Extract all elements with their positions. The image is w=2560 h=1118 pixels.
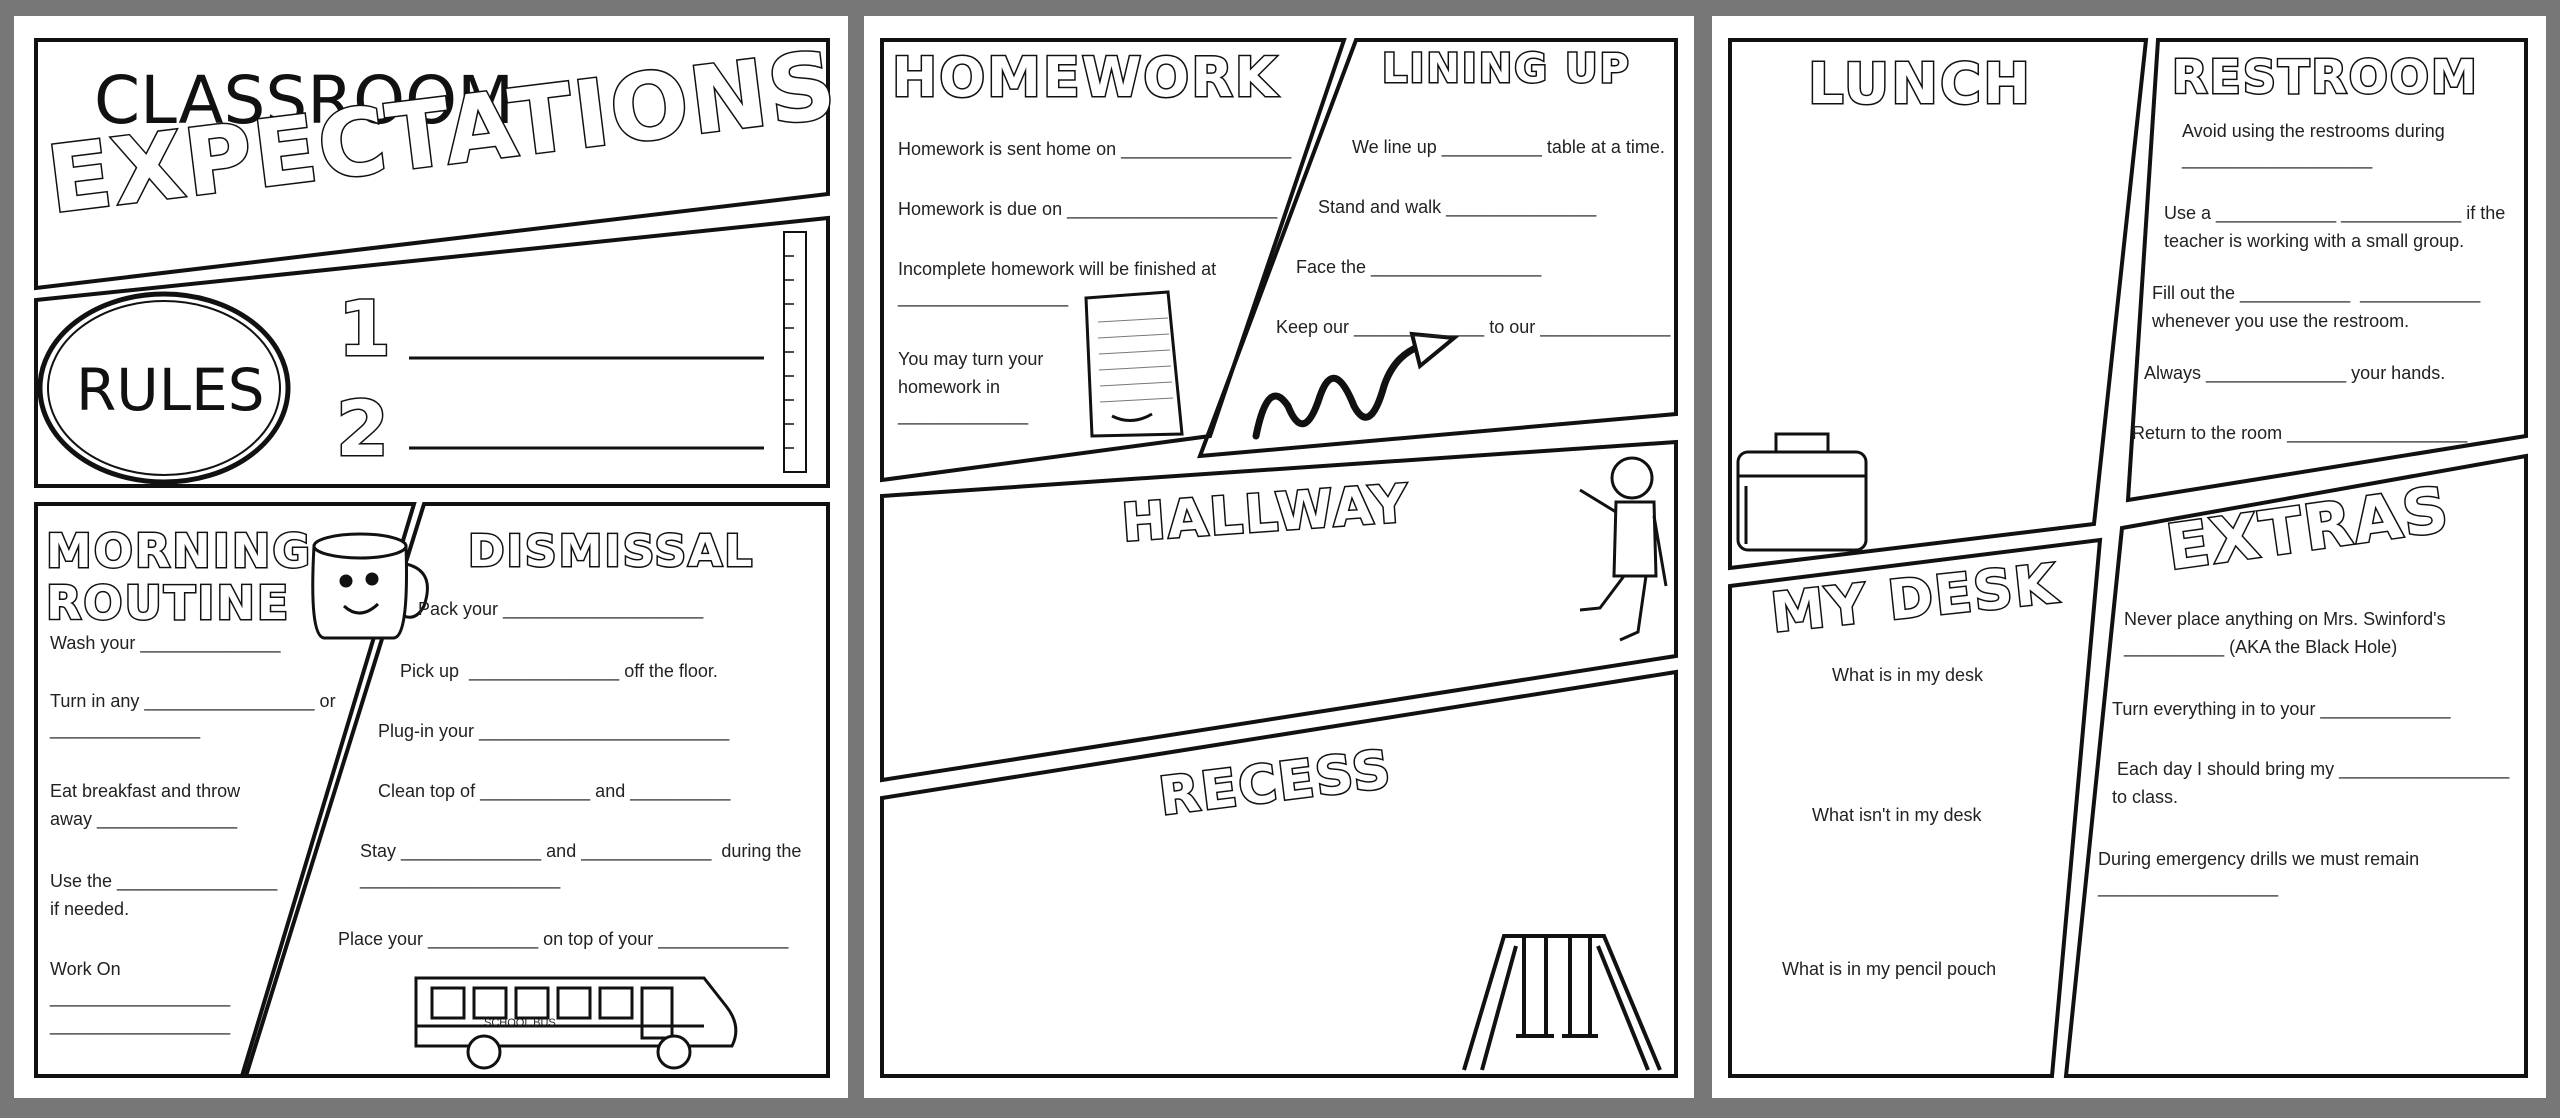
- morning-line-3: Eat breakfast and throw away ___________…: [50, 781, 241, 829]
- page-3-panel-borders: [1728, 38, 2528, 1078]
- homework-line-1: Homework is sent home on _______________…: [898, 139, 1292, 159]
- extras-line-1: Never place anything on Mrs. Swinford's …: [2124, 609, 2446, 657]
- dismissal-line-3: Plug-in your _________________________: [378, 721, 730, 741]
- dismissal-line-2: Pick up _______________ off the floor.: [400, 661, 718, 681]
- morning-heading-1: MORNING: [44, 523, 313, 580]
- squiggle-arrow-icon: [1252, 342, 1424, 440]
- worksheet-page-1: CLASSROOM EXPECTATIONS EXPECTATIONS RULE…: [14, 16, 848, 1098]
- morning-line-4: Use the ________________ if needed.: [50, 871, 278, 919]
- homework-line-3: Incomplete homework will be finished at …: [898, 259, 1217, 307]
- lunch-bag-icon: [1736, 432, 1868, 552]
- dismissal-line-4: Clean top of ___________ and __________: [378, 781, 731, 801]
- desk-line-3: What is in my pencil pouch: [1782, 959, 1997, 979]
- walking-kid-icon: [1579, 456, 1668, 642]
- lining-line-3: Face the _________________: [1296, 257, 1542, 277]
- lining-line-2: Stand and walk _______________: [1318, 197, 1597, 217]
- rules-label: RULES: [76, 356, 265, 424]
- worksheet-page-2: HOMEWORK Homework is sent home on ______…: [864, 16, 1694, 1098]
- swing-set-icon: [1462, 934, 1662, 1071]
- morning-line-5: Work On __________________ _____________…: [50, 959, 231, 1035]
- page-2-panel-borders: [880, 38, 1678, 1078]
- desk-line-1: What is in my desk: [1832, 665, 1984, 685]
- homework-heading: HOMEWORK: [891, 45, 1279, 111]
- restroom-line-4: Always ______________ your hands.: [2144, 363, 2446, 383]
- school-bus-icon: [414, 976, 738, 1070]
- page-1-panel-borders: [34, 38, 830, 1078]
- extras-line-2: Turn everything in to your _____________: [2112, 699, 2451, 719]
- lining-up-heading: LINING UP: [1381, 45, 1631, 94]
- worksheet-page-3: LUNCH RESTROOM Avoid using the restrooms…: [1712, 16, 2546, 1098]
- desk-line-2: What isn't in my desk: [1812, 805, 1982, 825]
- dismissal-line-6: Place your ___________ on top of your __…: [338, 929, 789, 949]
- lunch-heading: LUNCH: [1807, 51, 2032, 119]
- homework-line-4: You may turn your homework in __________…: [898, 349, 1044, 425]
- restroom-line-1: Avoid using the restrooms during _______…: [2182, 121, 2445, 169]
- restroom-line-5: Return to the room __________________: [2132, 423, 2468, 443]
- restroom-line-3: Fill out the ___________ ____________ wh…: [2152, 283, 2481, 331]
- homework-paper-icon: [1084, 290, 1184, 438]
- morning-line-1: Wash your ______________: [50, 633, 281, 653]
- bus-label: SCHOOL BUS: [484, 1017, 556, 1029]
- dismissal-line-5: Stay ______________ and _____________ du…: [360, 841, 802, 889]
- dismissal-heading: DISMISSAL: [466, 525, 755, 579]
- extras-line-3: Each day I should bring my _____________…: [2112, 759, 2510, 807]
- rule-number-1: 1: [337, 283, 393, 375]
- homework-line-2: Homework is due on _____________________: [898, 199, 1278, 219]
- lining-line-4: Keep our _____________ to our __________…: [1276, 317, 1671, 337]
- extras-line-4: During emergency drills we must remain _…: [2098, 849, 2420, 897]
- mug-icon: [311, 532, 429, 640]
- morning-line-2: Turn in any _________________ or _______…: [50, 691, 336, 739]
- morning-heading-2: ROUTINE: [44, 575, 291, 632]
- rule-number-2: 2: [335, 383, 391, 475]
- restroom-line-2: Use a ____________ ____________ if the t…: [2164, 203, 2506, 251]
- lining-line-1: We line up __________ table at a time.: [1352, 137, 1665, 157]
- dismissal-line-1: Pack your ____________________: [418, 599, 704, 619]
- title-classroom: CLASSROOM: [94, 62, 515, 139]
- restroom-heading: RESTROOM: [2171, 49, 2479, 106]
